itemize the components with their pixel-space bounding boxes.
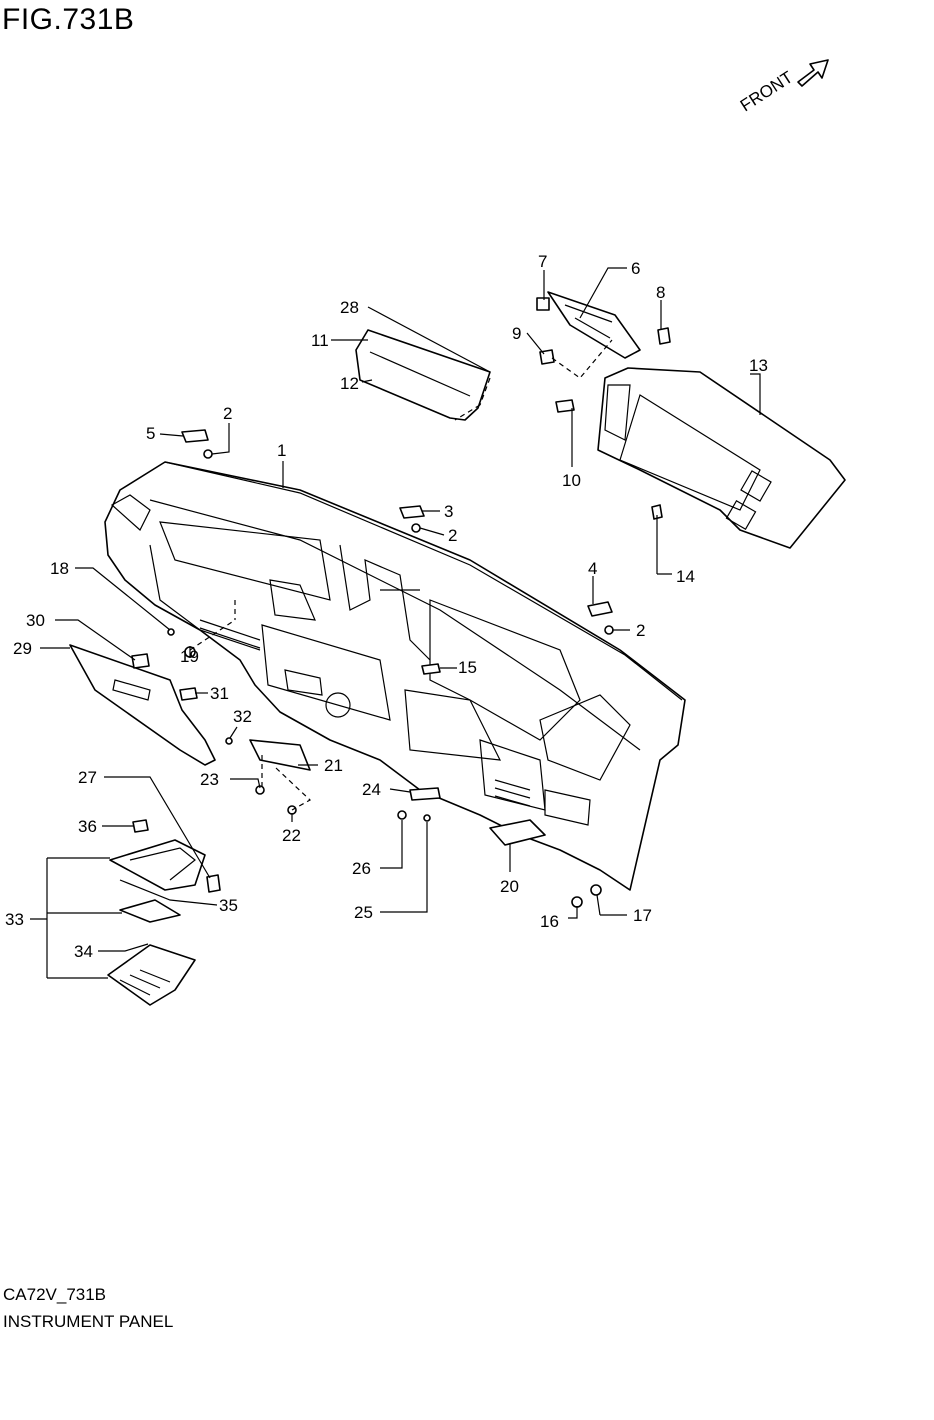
glove-box-lid-part	[69, 644, 216, 766]
callout-18: 18	[50, 559, 69, 578]
callout-9: 9	[512, 324, 521, 343]
callout-31: 31	[210, 684, 229, 703]
callout-8: 8	[656, 283, 665, 302]
callout-10: 10	[562, 471, 581, 490]
callout-7: 7	[538, 252, 547, 271]
callout-labels: 1 2 3 4 5 6 7 8 9 10 11 12 13 14 15 16 1…	[5, 252, 768, 961]
callout-19: 19	[180, 647, 199, 666]
callout-21: 21	[324, 756, 343, 775]
callout-17: 17	[633, 906, 652, 925]
callout-22: 22	[282, 826, 301, 845]
callout-34: 34	[74, 942, 93, 961]
diagram-code: CA72V_731B	[3, 1285, 107, 1304]
dashed-guides	[189, 339, 613, 811]
callout-14: 14	[676, 567, 695, 586]
callout-36: 36	[78, 817, 97, 836]
callout-5: 5	[146, 424, 155, 443]
callout-29: 29	[13, 639, 32, 658]
callout-11: 11	[311, 331, 329, 350]
callout-24: 24	[362, 780, 381, 799]
callout-2-center: 2	[448, 526, 457, 545]
glove-box-assembly-part	[107, 839, 206, 1006]
callout-30: 30	[26, 611, 45, 630]
callout-4: 4	[588, 559, 597, 578]
callout-26: 26	[352, 859, 371, 878]
callout-13: 13	[749, 356, 768, 375]
callout-2-right: 2	[636, 621, 645, 640]
instrument-panel-body	[104, 461, 686, 891]
callout-23: 23	[200, 770, 219, 789]
callout-16: 16	[540, 912, 559, 931]
small-fasteners	[131, 297, 671, 908]
callout-15: 15	[458, 658, 477, 677]
diagram-name: INSTRUMENT PANEL	[3, 1312, 174, 1331]
callout-33: 33	[5, 910, 24, 929]
callout-3: 3	[444, 502, 453, 521]
callout-35: 35	[219, 896, 238, 915]
callout-1: 1	[277, 441, 286, 460]
callout-27: 27	[78, 768, 97, 787]
cluster-cover-part	[597, 367, 846, 549]
top-cover-part	[355, 329, 491, 421]
callout-6: 6	[631, 259, 640, 278]
front-arrow-icon	[797, 59, 829, 87]
callout-20: 20	[500, 877, 519, 896]
bracket-part	[547, 291, 641, 359]
callout-28: 28	[340, 298, 359, 317]
front-label: FRONT	[737, 68, 796, 116]
callout-32: 32	[233, 707, 252, 726]
callout-25: 25	[354, 903, 373, 922]
callout-2-top: 2	[223, 404, 232, 423]
leader-lines	[30, 267, 761, 979]
figure-title: FIG.731B	[2, 3, 135, 36]
callout-12: 12	[340, 374, 359, 393]
